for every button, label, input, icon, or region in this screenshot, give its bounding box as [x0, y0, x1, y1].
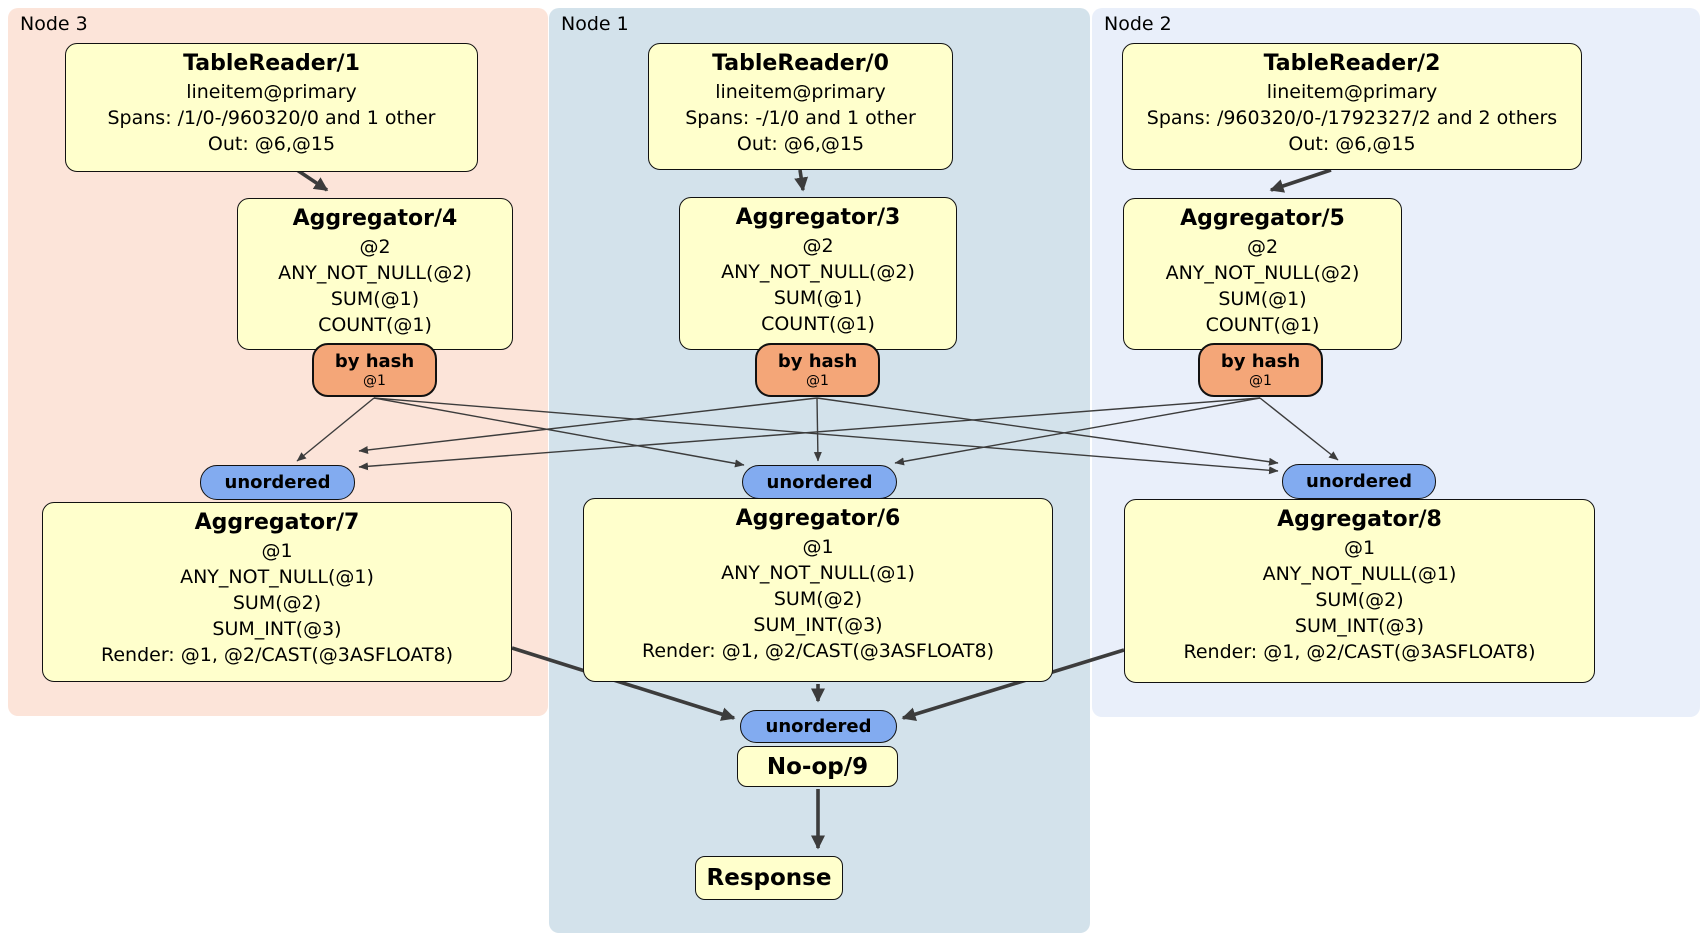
aggregator6-fn1: ANY_NOT_NULL(@1)	[721, 562, 915, 584]
aggregator5-fn2: SUM(@1)	[1218, 288, 1307, 310]
tablereader1-box: TableReader/1 lineitem@primary Spans: /1…	[65, 43, 478, 172]
aggregator5-title: Aggregator/5	[1180, 206, 1345, 231]
unordered-stream-node1: unordered	[742, 465, 897, 499]
by-hash-router-node1: by hash @1	[755, 343, 880, 397]
aggregator3-title: Aggregator/3	[735, 205, 901, 230]
by-hash-column: @1	[363, 373, 386, 389]
node1-label: Node 1	[561, 13, 629, 35]
aggregator3-box: Aggregator/3 @2 ANY_NOT_NULL(@2) SUM(@1)…	[679, 197, 957, 350]
by-hash-label: by hash	[1220, 351, 1301, 372]
tablereader0-box: TableReader/0 lineitem@primary Spans: -/…	[648, 43, 953, 170]
by-hash-column: @1	[1249, 373, 1272, 389]
aggregator8-group: @1	[1343, 537, 1376, 559]
tablereader0-out: Out: @6,@15	[736, 133, 865, 155]
aggregator6-title: Aggregator/6	[735, 506, 901, 531]
tablereader0-spans: Spans: -/1/0 and 1 other	[685, 107, 916, 129]
aggregator4-box: Aggregator/4 @2 ANY_NOT_NULL(@2) SUM(@1)…	[237, 198, 513, 350]
aggregator5-box: Aggregator/5 @2 ANY_NOT_NULL(@2) SUM(@1)…	[1123, 198, 1402, 350]
aggregator5-fn1: ANY_NOT_NULL(@2)	[1165, 262, 1360, 284]
aggregator3-fn3: COUNT(@1)	[761, 313, 875, 335]
unordered-stream-node3: unordered	[200, 465, 355, 500]
tablereader1-out: Out: @6,@15	[207, 133, 336, 155]
aggregator3-fn1: ANY_NOT_NULL(@2)	[721, 261, 915, 283]
tablereader2-index: lineitem@primary	[1266, 81, 1438, 103]
aggregator6-fn3: SUM_INT(@3)	[753, 614, 883, 636]
unordered-label: unordered	[765, 716, 872, 737]
aggregator5-fn3: COUNT(@1)	[1205, 314, 1320, 336]
aggregator8-fn2: SUM(@2)	[1315, 589, 1404, 611]
tablereader1-index: lineitem@primary	[186, 81, 357, 103]
by-hash-label: by hash	[777, 351, 858, 372]
tablereader2-out: Out: @6,@15	[1288, 133, 1416, 155]
aggregator4-title: Aggregator/4	[292, 206, 458, 231]
tablereader1-spans: Spans: /1/0-/960320/0 and 1 other	[107, 107, 436, 129]
aggregator6-render: Render: @1, @2/CAST(@3ASFLOAT8)	[642, 640, 994, 662]
aggregator6-fn2: SUM(@2)	[773, 588, 863, 610]
aggregator7-fn2: SUM(@2)	[232, 592, 322, 614]
tablereader1-title: TableReader/1	[183, 51, 360, 76]
tablereader0-title: TableReader/0	[712, 51, 889, 76]
unordered-label: unordered	[224, 472, 331, 493]
aggregator4-fn1: ANY_NOT_NULL(@2)	[278, 262, 472, 284]
unordered-label: unordered	[766, 471, 873, 493]
unordered-stream-final: unordered	[740, 710, 897, 743]
aggregator4-fn3: COUNT(@1)	[318, 314, 432, 336]
aggregator7-fn3: SUM_INT(@3)	[212, 618, 342, 640]
response-box: Response	[695, 856, 843, 900]
by-hash-router-node3: by hash @1	[312, 343, 437, 397]
node3-label: Node 3	[20, 13, 88, 35]
unordered-stream-node2: unordered	[1282, 464, 1436, 499]
tablereader2-box: TableReader/2 lineitem@primary Spans: /9…	[1122, 43, 1582, 170]
aggregator3-fn2: SUM(@1)	[773, 287, 863, 309]
aggregator6-group: @1	[802, 536, 834, 558]
tablereader2-title: TableReader/2	[1263, 51, 1441, 76]
by-hash-label: by hash	[334, 351, 415, 372]
aggregator8-fn3: SUM_INT(@3)	[1294, 615, 1425, 637]
response-title: Response	[706, 865, 832, 891]
aggregator8-box: Aggregator/8 @1 ANY_NOT_NULL(@1) SUM(@2)…	[1124, 499, 1595, 683]
noop-box: No-op/9	[737, 746, 898, 787]
aggregator7-group: @1	[261, 540, 293, 562]
aggregator7-render: Render: @1, @2/CAST(@3ASFLOAT8)	[101, 644, 453, 666]
aggregator8-fn1: ANY_NOT_NULL(@1)	[1262, 563, 1457, 585]
aggregator4-group: @2	[359, 236, 391, 258]
aggregator6-box: Aggregator/6 @1 ANY_NOT_NULL(@1) SUM(@2)…	[583, 498, 1053, 682]
aggregator4-fn2: SUM(@1)	[330, 288, 420, 310]
aggregator7-box: Aggregator/7 @1 ANY_NOT_NULL(@1) SUM(@2)…	[42, 502, 512, 682]
aggregator5-group: @2	[1246, 236, 1279, 258]
aggregator8-title: Aggregator/8	[1277, 507, 1442, 532]
aggregator7-title: Aggregator/7	[194, 510, 360, 535]
aggregator3-group: @2	[802, 235, 834, 257]
unordered-label: unordered	[1306, 471, 1412, 492]
aggregator7-fn1: ANY_NOT_NULL(@1)	[180, 566, 374, 588]
tablereader2-spans: Spans: /960320/0-/1792327/2 and 2 others	[1146, 107, 1558, 129]
aggregator8-render: Render: @1, @2/CAST(@3ASFLOAT8)	[1183, 641, 1536, 663]
node2-label: Node 2	[1104, 13, 1172, 35]
noop-title: No-op/9	[766, 753, 869, 780]
by-hash-column: @1	[806, 373, 829, 389]
tablereader0-index: lineitem@primary	[715, 81, 886, 103]
by-hash-router-node2: by hash @1	[1198, 343, 1323, 397]
